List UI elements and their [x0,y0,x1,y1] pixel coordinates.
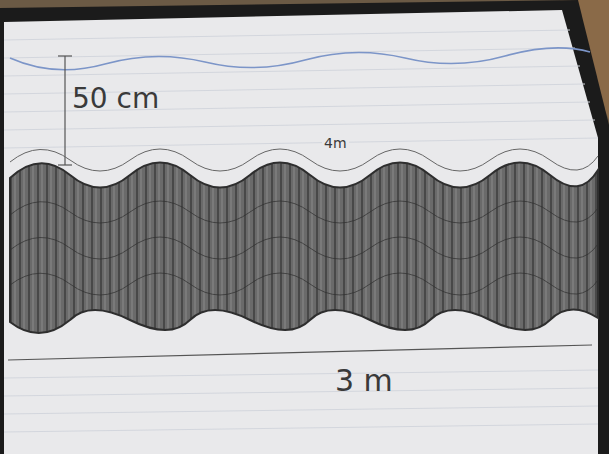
dimension-label: 3 m [335,364,393,397]
dimension-label: 4m [322,136,349,151]
dimension-label: 50 cm [72,84,159,115]
